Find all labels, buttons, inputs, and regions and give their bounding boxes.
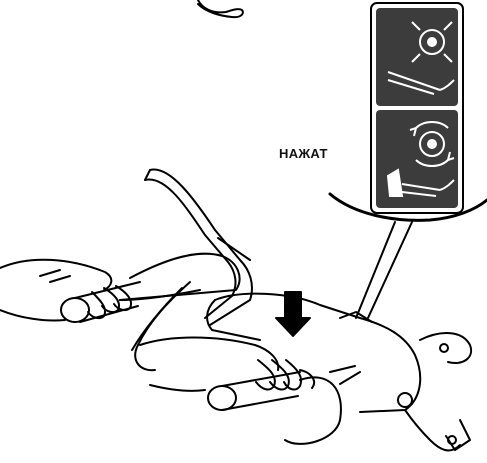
bail-lever (145, 170, 252, 325)
handlebar-housing (207, 294, 471, 451)
lower-cable (285, 366, 360, 444)
press-down-arrow (276, 292, 310, 336)
partial-hand-top (198, 0, 243, 17)
safety-decal (371, 3, 463, 213)
callout-label: НАЖАТ (279, 146, 328, 161)
lower-handlebar (208, 372, 300, 410)
right-hand (140, 338, 314, 391)
